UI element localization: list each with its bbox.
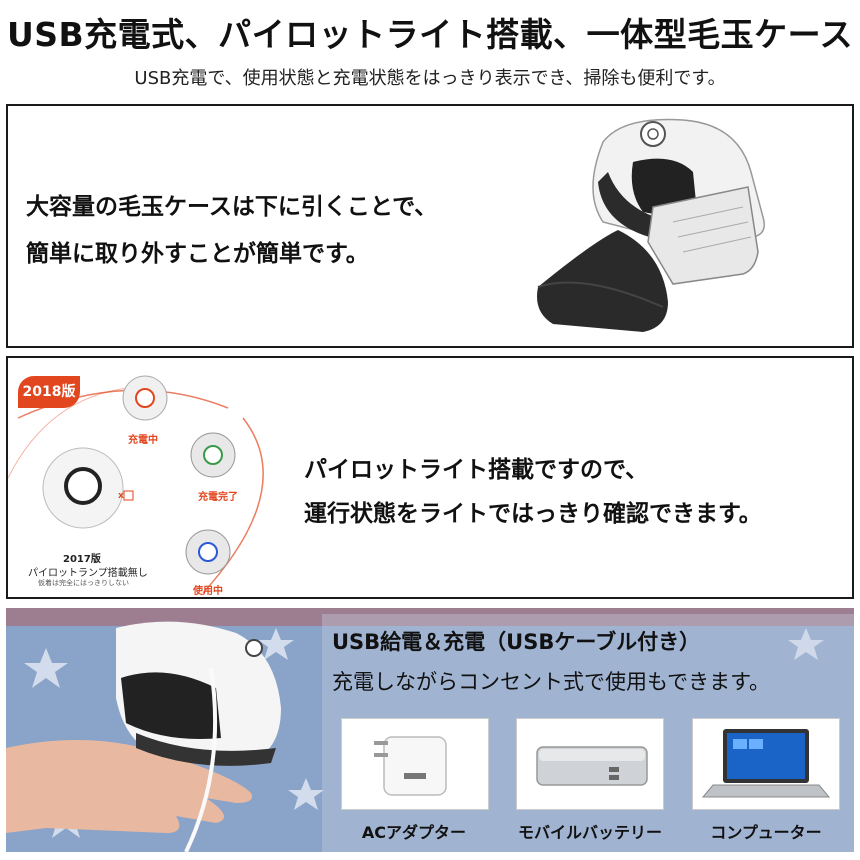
power-bank-card bbox=[516, 718, 664, 810]
lint-case-panel: 大容量の毛玉ケースは下に引くことで、 簡単に取り外すことが簡単です。 bbox=[6, 104, 854, 348]
old-version-note: 仮着は完全にはっきりしない bbox=[38, 579, 129, 587]
usb-power-panel: USB給電＆充電（USBケーブル付き） 充電しながらコンセント式で使用もできます… bbox=[6, 608, 854, 852]
pilot-light-panel: 2018版 充電中 充電完了 使用中 2017版 パイロットランプ搭載無し 仮着… bbox=[6, 356, 854, 599]
pilot-light-line-1: パイロットライト搭載ですので、 bbox=[304, 457, 649, 483]
laptop-card bbox=[692, 718, 840, 810]
lint-case-text: 大容量の毛玉ケースは下に引くことで、 簡単に取り外すことが簡単です。 bbox=[26, 184, 437, 278]
lint-case-line-2: 簡単に取り外すことが簡単です。 bbox=[26, 241, 369, 267]
lint-case-line-1: 大容量の毛玉ケースは下に引くことで、 bbox=[26, 194, 438, 220]
lint-remover-with-case-illustration bbox=[537, 118, 765, 332]
page-title: USB充電式、パイロットライト搭載、一体型毛玉ケース bbox=[6, 15, 854, 54]
stage-charged-label: 充電完了 bbox=[198, 492, 238, 503]
old-version-label: 2017版 bbox=[63, 554, 101, 565]
old-version-x-mark: x bbox=[118, 491, 124, 501]
old-version-desc: パイロットランプ搭載無し bbox=[28, 568, 148, 579]
stage-in-use-label: 使用中 bbox=[193, 586, 223, 597]
version-2018-badge: 2018版 bbox=[18, 376, 80, 408]
ac-adapter-icon bbox=[374, 736, 447, 796]
stage-charging-label: 充電中 bbox=[128, 435, 158, 446]
pilot-light-text: パイロットライト搭載ですので、 運行状態をライトではっきり確認できます。 bbox=[304, 448, 762, 536]
power-bank-icon bbox=[536, 746, 648, 786]
power-bank-label: モバイルバッテリー bbox=[517, 823, 662, 842]
usb-power-heading: USB給電＆充電（USBケーブル付き） bbox=[332, 630, 701, 654]
pilot-light-diagram bbox=[8, 375, 264, 594]
laptop-icon bbox=[701, 729, 831, 798]
laptop-label: コンプューター bbox=[710, 823, 822, 842]
page-subtitle: USB充電で、使用状態と充電状態をはっきり表示でき、掃除も便利です。 bbox=[134, 68, 726, 89]
usb-power-subtext: 充電しながらコンセント式で使用もできます。 bbox=[332, 670, 771, 694]
ac-adapter-label: ACアダプター bbox=[361, 823, 467, 842]
pilot-light-line-2: 運行状態をライトではっきり確認できます。 bbox=[304, 501, 762, 527]
ac-adapter-card bbox=[341, 718, 489, 810]
